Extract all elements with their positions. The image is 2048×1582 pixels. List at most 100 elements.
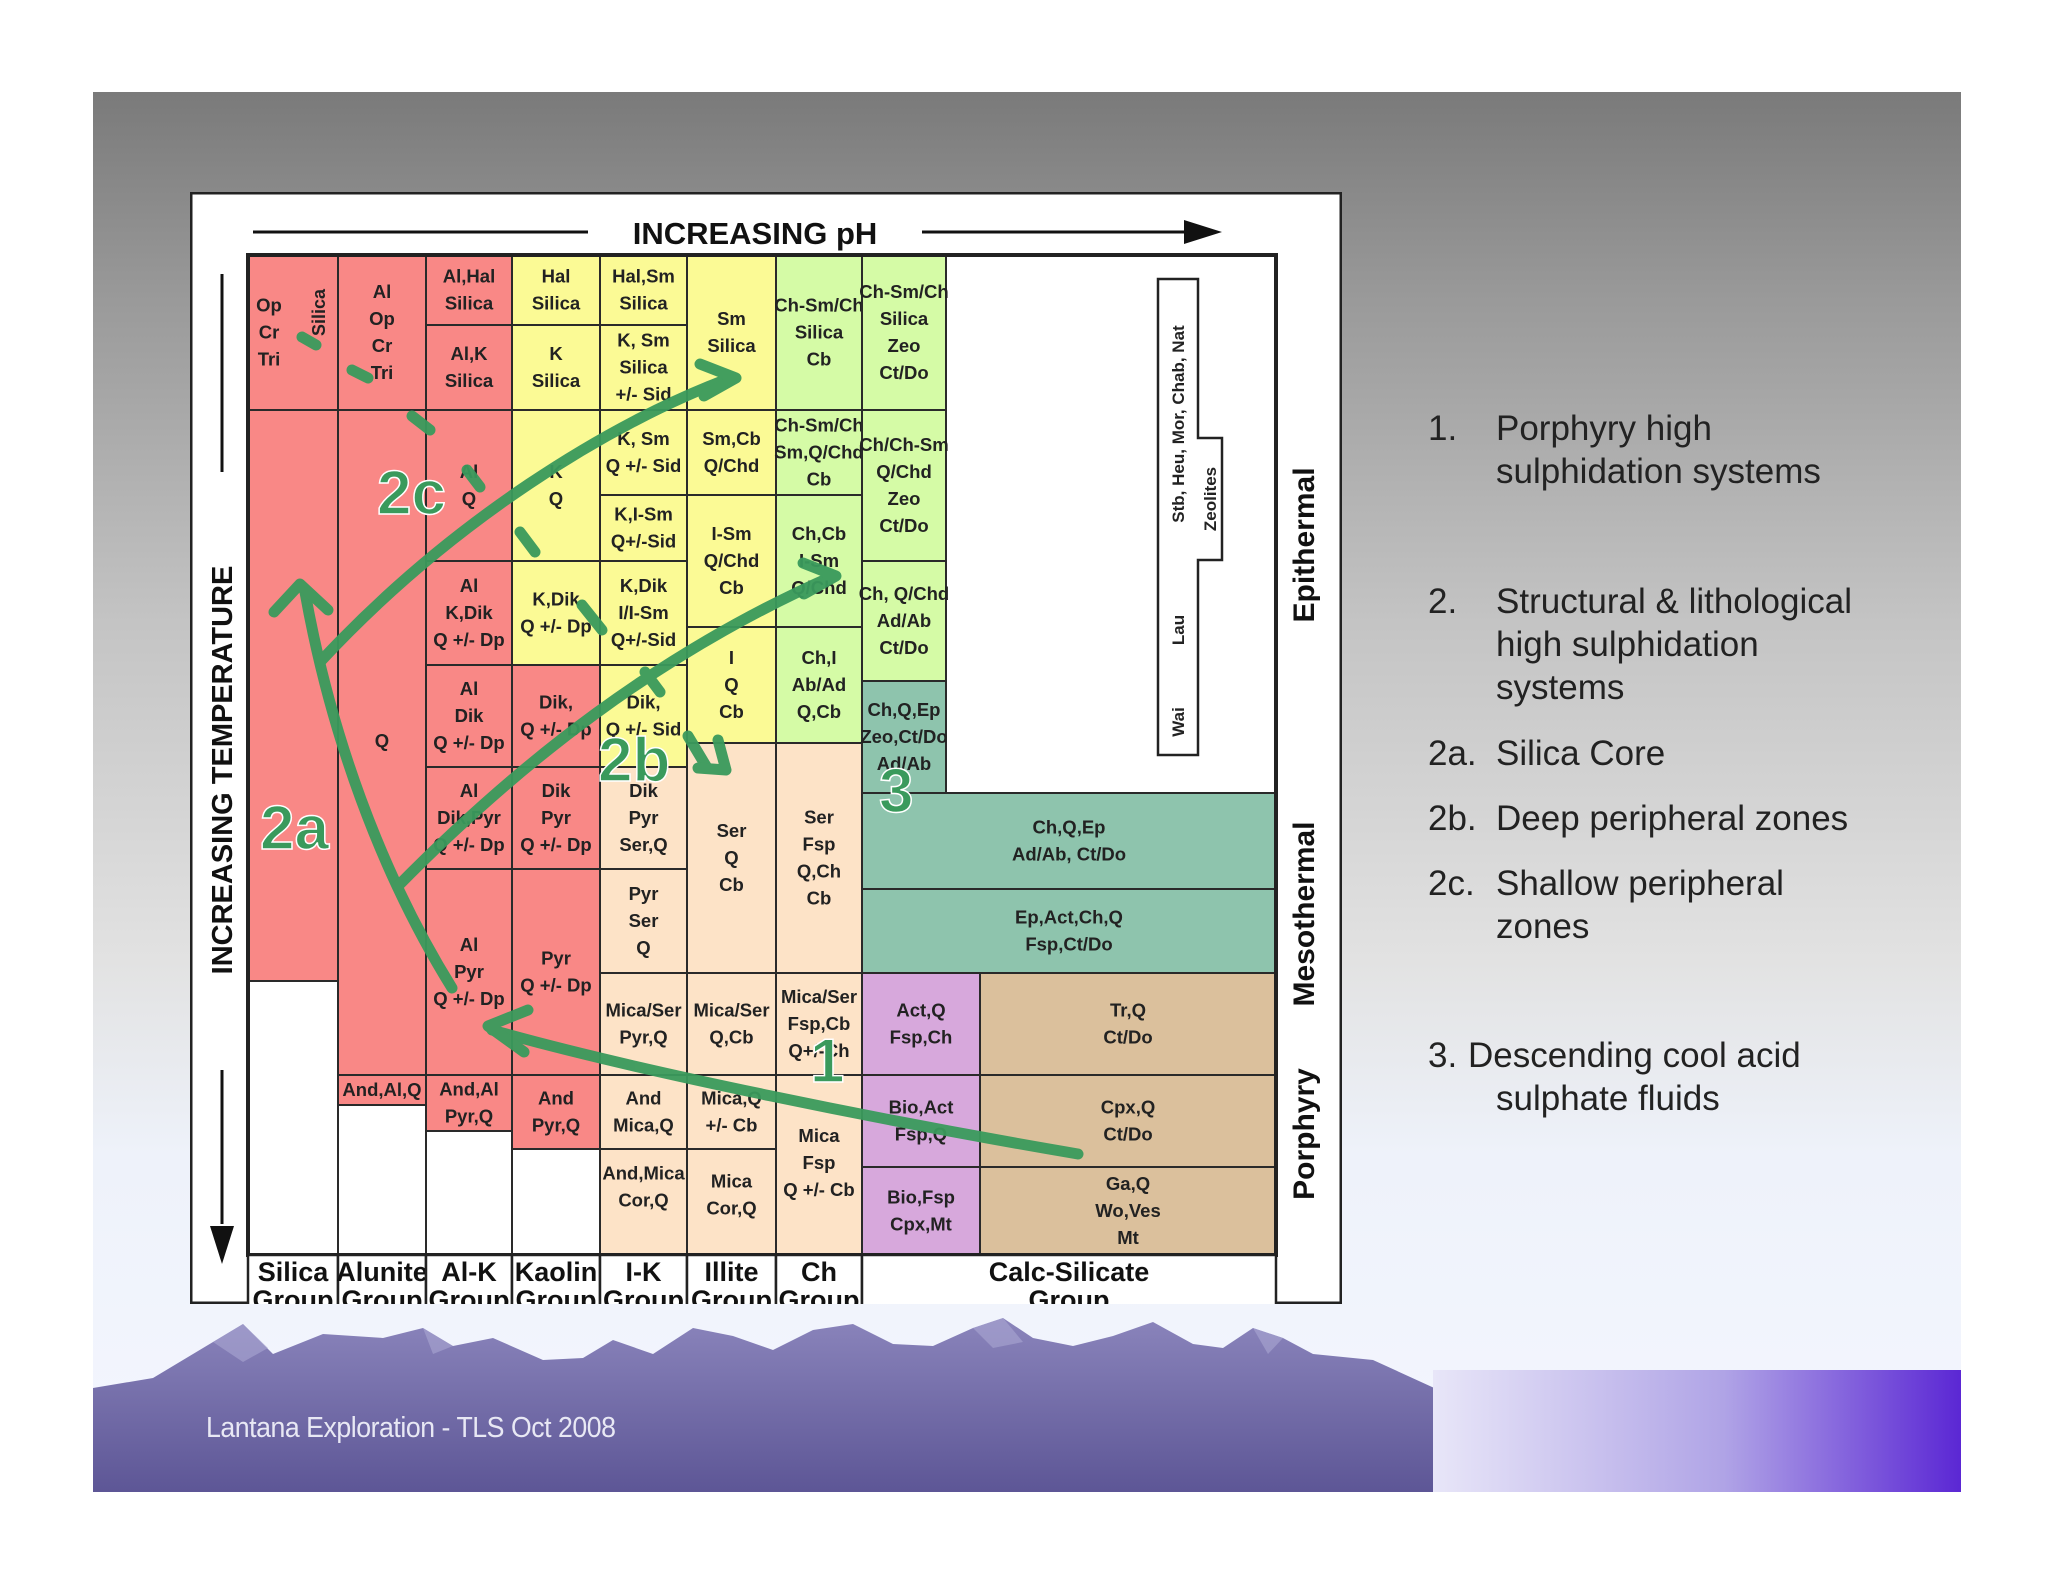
cell-mineral-text: Ad/Ab <box>877 610 931 631</box>
cell-mineral-text: Ch,Q,Ep <box>1033 817 1106 838</box>
arrow-2b <box>392 570 839 892</box>
group-label: Group <box>603 1285 684 1304</box>
cell-mineral-text: Zeo,Ct/Do <box>860 726 947 747</box>
arrow-3-dashes <box>296 331 712 772</box>
cell-mineral-text: Q +/- Sid <box>606 455 682 476</box>
cell-mineral-text: And <box>626 1088 662 1109</box>
cell-mineral-text: K,I-Sm <box>614 504 673 525</box>
zeolite-outline <box>1156 277 1224 757</box>
cell-mineral-text: +/- Sid <box>615 384 671 405</box>
cell-mineral-text: Dik <box>455 705 485 726</box>
cell-mineral-text: Ch,Cb <box>792 523 846 544</box>
cell-background <box>686 742 777 974</box>
cell-mineral-text: Mica/Ser <box>605 1000 681 1021</box>
cell-mineral-text: Ct/Do <box>879 362 928 383</box>
mineral-cell <box>337 1104 427 1256</box>
label-3: 3 <box>879 757 913 826</box>
cell-mineral-text: K, Sm <box>617 330 669 351</box>
cell-background <box>861 972 981 1076</box>
mineral-cell: Ch,CbI-SmQ/Chd <box>775 494 863 628</box>
cell-mineral-text: Dik <box>629 780 659 801</box>
cell-background <box>511 324 601 411</box>
cell-background <box>686 409 777 496</box>
cell-mineral-text: Pyr <box>541 807 571 828</box>
arrow-2b-head-icon <box>797 557 842 600</box>
cell-mineral-text: Q +/- Dp <box>520 834 591 855</box>
cell-mineral-text: Ch-Sm/Ch <box>774 295 863 316</box>
cell-background <box>511 1148 601 1256</box>
zone-mesothermal: Mesothermal <box>1288 821 1321 1006</box>
diagram-svg: OpCrTriAlOpCrTriQAnd,Al,QAl,HalSilicaAl,… <box>187 189 1345 1317</box>
cell-mineral-text: Pyr,Q <box>532 1115 580 1136</box>
mineral-cell: K,I-SmQ+/-Sid <box>599 494 688 562</box>
cell-mineral-text: Bio,Fsp <box>887 1187 955 1208</box>
cell-mineral-text: Bio,Act <box>889 1097 954 1118</box>
cell-mineral-text: Silica <box>619 357 668 378</box>
legend-number: 1. <box>1428 409 1458 448</box>
label-1: 1 <box>810 1027 844 1096</box>
legend-list: 1. Porphyry high sulphidation systems 2.… <box>1428 92 1948 1118</box>
cell-background <box>775 972 863 1076</box>
cell-mineral-text: Al <box>460 934 479 955</box>
mineral-cell: K, SmQ +/- Sid <box>599 409 688 496</box>
cell-mineral-text: Pyr <box>454 961 484 982</box>
cell-mineral-text: Al <box>460 780 479 801</box>
cell-mineral-text: Q,Ch <box>797 861 841 882</box>
cell-mineral-text: Ser <box>629 910 659 931</box>
cell-mineral-text: Ser,Q <box>619 834 667 855</box>
cell-mineral-text: Pyr,Q <box>619 1027 667 1048</box>
cell-mineral-text: Ep,Act,Ch,Q <box>1015 907 1123 928</box>
cell-mineral-text: Mica,Q <box>613 1115 674 1136</box>
cell-background <box>979 1166 1277 1256</box>
cell-mineral-text: Silica <box>532 370 581 391</box>
cell-background <box>425 1130 513 1256</box>
cell-background <box>337 1074 427 1106</box>
cell-mineral-text: Ct/Do <box>1103 1124 1152 1145</box>
mineral-cell <box>425 1130 513 1256</box>
cell-mineral-text: Hal,Sm <box>612 266 675 287</box>
group-label: Kaolin <box>515 1257 598 1287</box>
cell-mineral-text: Ad/Ab, Ct/Do <box>1012 844 1126 865</box>
cell-mineral-text: K,Dik <box>620 575 668 596</box>
cell-mineral-text: Q+/-Ch <box>788 1040 849 1061</box>
group-label: Ch <box>801 1257 837 1287</box>
cell-background <box>337 1104 427 1256</box>
group-label: Illite <box>704 1257 758 1287</box>
cell-mineral-text: Cb <box>719 701 744 722</box>
mineral-cell: AlQ <box>425 409 513 562</box>
arrow-1-head-icon <box>482 1004 534 1058</box>
group-label: Group <box>253 1285 334 1304</box>
group-label: Alunite <box>336 1257 428 1287</box>
cell-mineral-text: Silica <box>707 335 756 356</box>
cell-mineral-text: I <box>729 647 734 668</box>
group-label: Calc-Silicate <box>989 1257 1150 1287</box>
cell-mineral-text: Cpx,Mt <box>890 1214 952 1235</box>
zeolite-box: Stb, Heu, Mor, Chab, Nat Zeolites Lau Wa… <box>1156 277 1224 757</box>
cell-mineral-text: Pyr <box>629 883 659 904</box>
cell-background <box>861 680 947 794</box>
group-label: Silica <box>258 1257 330 1287</box>
cell-background <box>425 409 513 562</box>
cell-background <box>979 1074 1277 1168</box>
legend-line: sulphidation systems <box>1496 452 1821 491</box>
group-labels: SilicaGroupAluniteGroupAl-KGroupKaolinGr… <box>246 1253 1278 1317</box>
cell-mineral-text: Mica/Ser <box>781 986 857 1007</box>
cell-mineral-text: Q,Cb <box>709 1027 753 1048</box>
mineral-cell: Ch,IAb/AdQ,Cb <box>775 626 863 744</box>
cell-mineral-text: Q <box>375 730 389 751</box>
mineral-cell: And,Al,Q <box>337 1074 427 1106</box>
legend-line: Deep peripheral zones <box>1496 799 1849 838</box>
cell-mineral-text: Al,Hal <box>443 266 495 287</box>
cell-mineral-text: Ga,Q <box>1106 1173 1150 1194</box>
